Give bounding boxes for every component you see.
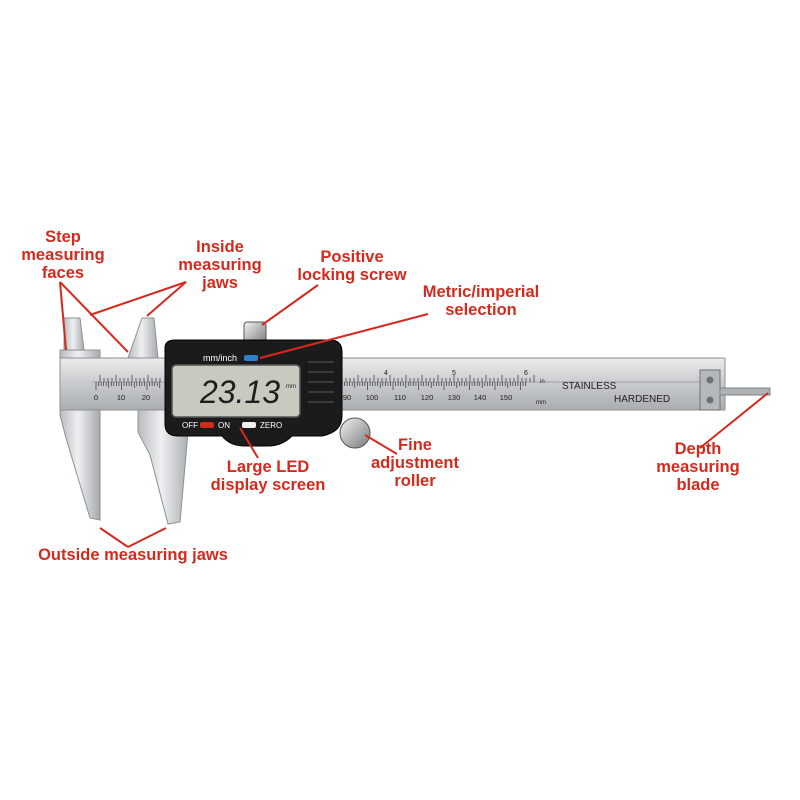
leader-step-2 <box>59 281 129 353</box>
leader-metric <box>259 313 429 359</box>
mm-scale-number: 140 <box>474 393 487 402</box>
scale-numbers: 0 10 20 90 100 110 120 130 140 150 4 5 6 <box>94 370 528 402</box>
mm-scale-number: 100 <box>366 393 379 402</box>
leader-lcd <box>239 427 259 459</box>
inch-scale-number: 4 <box>384 370 388 377</box>
off-label: OFF <box>182 421 198 430</box>
mm-scale-number: 120 <box>421 393 434 402</box>
mm-scale-number: 0 <box>94 393 98 402</box>
leader-lock <box>261 284 319 326</box>
on-label: ON <box>218 421 230 430</box>
zero-button[interactable] <box>242 422 256 428</box>
inch-scale-number: 6 <box>524 370 528 377</box>
leader-inside-1 <box>89 281 187 316</box>
inch-unit: in <box>540 379 545 385</box>
lcd-window <box>171 364 301 418</box>
mm-scale-number: 20 <box>142 393 150 402</box>
mode-button[interactable] <box>244 355 258 361</box>
leader-outside-1 <box>99 527 129 548</box>
leader-inside-2 <box>146 281 187 317</box>
zero-label: ZERO <box>260 421 282 430</box>
hardened-text: HARDENED <box>614 394 670 405</box>
fine-adjustment-roller <box>339 417 371 449</box>
leader-step-1 <box>59 281 67 351</box>
leader-outside-2 <box>127 527 167 548</box>
end-cap <box>699 369 721 411</box>
mm-scale-number: 90 <box>343 393 351 402</box>
mm-scale-number: 130 <box>448 393 461 402</box>
mm-scale-number: 110 <box>394 393 406 402</box>
depth-blade <box>719 387 771 396</box>
mm-scale-number: 10 <box>117 393 125 402</box>
leader-depth <box>699 392 769 449</box>
stainless-text: STAINLESS <box>562 381 617 392</box>
label-outside-measuring-jaws: Outside measuring jaws <box>38 546 228 564</box>
end-cap-screw <box>706 396 714 404</box>
on-off-button[interactable] <box>200 422 214 428</box>
end-cap-screw <box>706 376 714 384</box>
leader-roller <box>364 434 398 455</box>
leader-lines <box>59 281 769 548</box>
mm-unit: mm <box>536 400 546 406</box>
mode-label: mm/inch <box>203 353 237 363</box>
inch-scale-number: 5 <box>452 370 456 377</box>
mm-scale-number: 150 <box>500 393 513 402</box>
lcd-unit: mm <box>286 384 296 390</box>
thumb-ridges <box>308 361 334 403</box>
lcd-readout: 23.13 <box>199 374 280 410</box>
inside-jaw-slider <box>127 317 159 359</box>
fixed-upper-jaw <box>63 317 85 351</box>
